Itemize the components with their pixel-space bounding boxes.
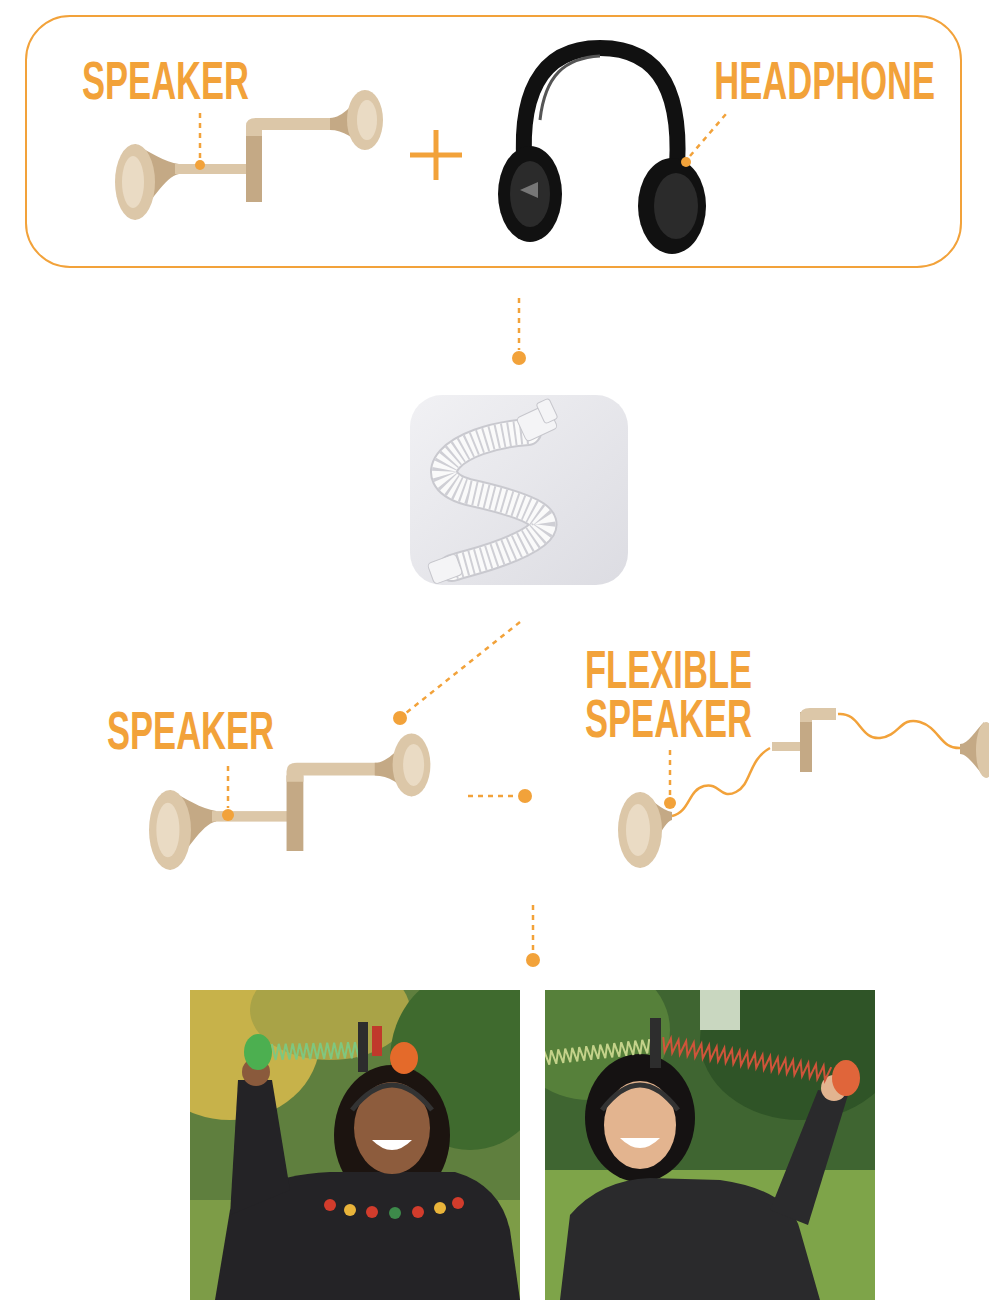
leader-line [227,766,230,808]
toy-post [358,1022,368,1072]
speaker-post [287,775,304,851]
headphone-mark [520,182,538,198]
leader-line [532,905,535,952]
leader-line [518,298,521,350]
speaker-bell [393,733,431,796]
sky [700,990,740,1030]
photo [545,990,875,1300]
speaker-tube [175,164,255,174]
toy-post [372,1026,382,1056]
part-name: HEADPHONE [714,56,935,105]
leader-dot [518,789,532,803]
embroidery [344,1204,356,1216]
headband [602,1085,678,1110]
headphone-band-shine [540,56,600,120]
leader-dot [393,711,407,725]
speaker-post [246,130,262,202]
leader-dot [526,953,540,967]
leader-dot [664,797,676,809]
speaker-bell-inner [156,803,179,858]
hose-photo [410,395,628,585]
photo [190,990,520,1300]
toy-spring [663,1037,831,1080]
embroidery [434,1202,446,1214]
hose-tube [444,432,544,568]
tree-foliage [700,990,875,1120]
headphone-cup [498,146,562,242]
speaker-bell-inner [122,156,144,208]
plus-sign [434,130,439,180]
embroidery [452,1197,464,1209]
embroidery [412,1206,424,1218]
speaker-arm [246,118,335,136]
leader-line [199,112,202,158]
speaker-bell-inner [626,804,650,856]
headphone-cup-face [654,173,698,239]
leader-line [468,795,516,798]
flex-tube [838,714,962,748]
smile [372,1140,412,1150]
leader-dot [195,160,205,170]
hose-tube [444,432,544,568]
toy-spring [545,1039,649,1065]
sleeve [770,1090,848,1225]
part-name: FLEXIBLE SPEAKER [585,645,764,743]
toy-spring [272,1042,362,1060]
grass [545,1170,875,1300]
leader-line [669,750,672,797]
sleeve [230,1080,290,1215]
leader-dot [512,351,526,365]
text-slot: FLEXIBLE SPEAKER [585,645,865,743]
text-slot: HEADPHONE [590,56,935,105]
toy-bell [832,1060,860,1096]
embroidery [324,1199,336,1211]
leader-dot [222,809,234,821]
hose-connector [427,554,463,585]
outline-box: SPEAKER HEADPHONE [25,15,962,268]
speaker-bell [976,722,989,778]
speaker-arm [800,708,836,722]
speaker-bell-inner [403,744,424,786]
leader-dot [681,157,691,167]
part-name: SPEAKER [82,56,249,105]
hose-connector [536,398,558,424]
text-slot: SPEAKER [82,56,343,105]
headband [352,1085,432,1110]
part-name: SPEAKER [107,706,274,755]
headphone-cup [638,158,706,254]
smile [620,1138,660,1148]
toy-post [650,1018,661,1068]
leader-line [406,622,520,713]
leader-line [690,114,726,156]
speaker-stub [772,742,804,751]
flex-tube [672,748,770,816]
hose-ribs [444,432,544,568]
speaker-arm [287,763,380,782]
text-slot: SPEAKER [107,706,368,755]
speaker-figure [115,90,383,220]
tree-foliage [250,990,410,1060]
speaker-bell-inner [357,100,377,140]
embroidery [389,1207,401,1219]
speaker-bell [149,790,191,870]
embroidery [366,1206,378,1218]
toy-bell [390,1042,418,1074]
headphone-cup-face [510,161,550,227]
speaker-bell [618,792,662,868]
speaker-bell [115,144,155,220]
hair [585,1054,695,1182]
speaker-bell [347,90,383,150]
toy-bell [244,1034,272,1070]
